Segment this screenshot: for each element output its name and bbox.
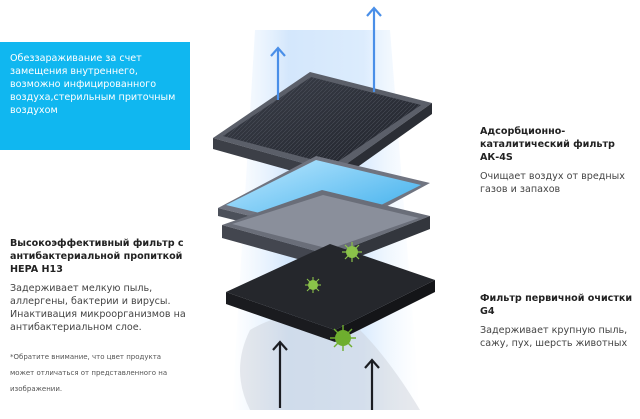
g4-filter-info: Фильтр первичной очистки G4 Задерживает …	[480, 292, 640, 350]
g4-filter-shape	[226, 244, 435, 342]
callout-text: Обеззараживание за счет замещения внутре…	[10, 53, 176, 116]
arrow-up-icon	[272, 340, 380, 410]
adsorption-filter-desc: Очищает воздух от вредных газов и запахо…	[480, 171, 625, 195]
bacteria-icon	[305, 242, 362, 351]
arrow-up-icon	[270, 6, 382, 100]
hepa-filter-title: Высокоэффективный фильтр с антибактериал…	[10, 238, 184, 275]
adsorption-filter-info: Адсорбционно-каталитический фильтр АК-4S…	[480, 125, 640, 196]
hepa-filter-info: Высокоэффективный фильтр с антибактериал…	[10, 237, 190, 334]
g4-filter-desc: Задерживает крупную пыль, сажу, пух, шер…	[480, 325, 628, 349]
adsorption-filter-shape	[213, 72, 432, 183]
g4-filter-title: Фильтр первичной очистки G4	[480, 293, 633, 317]
disinfection-callout: Обеззараживание за счет замещения внутре…	[0, 42, 190, 150]
dust-cloud	[240, 315, 420, 410]
adsorption-filter-title: Адсорбционно-каталитический фильтр АК-4S	[480, 126, 615, 163]
hepa-filter-desc: Задерживает мелкую пыль, аллергены, бакт…	[10, 283, 186, 333]
color-disclaimer: *Обратите внимание, что цвет продукта мо…	[10, 353, 168, 393]
